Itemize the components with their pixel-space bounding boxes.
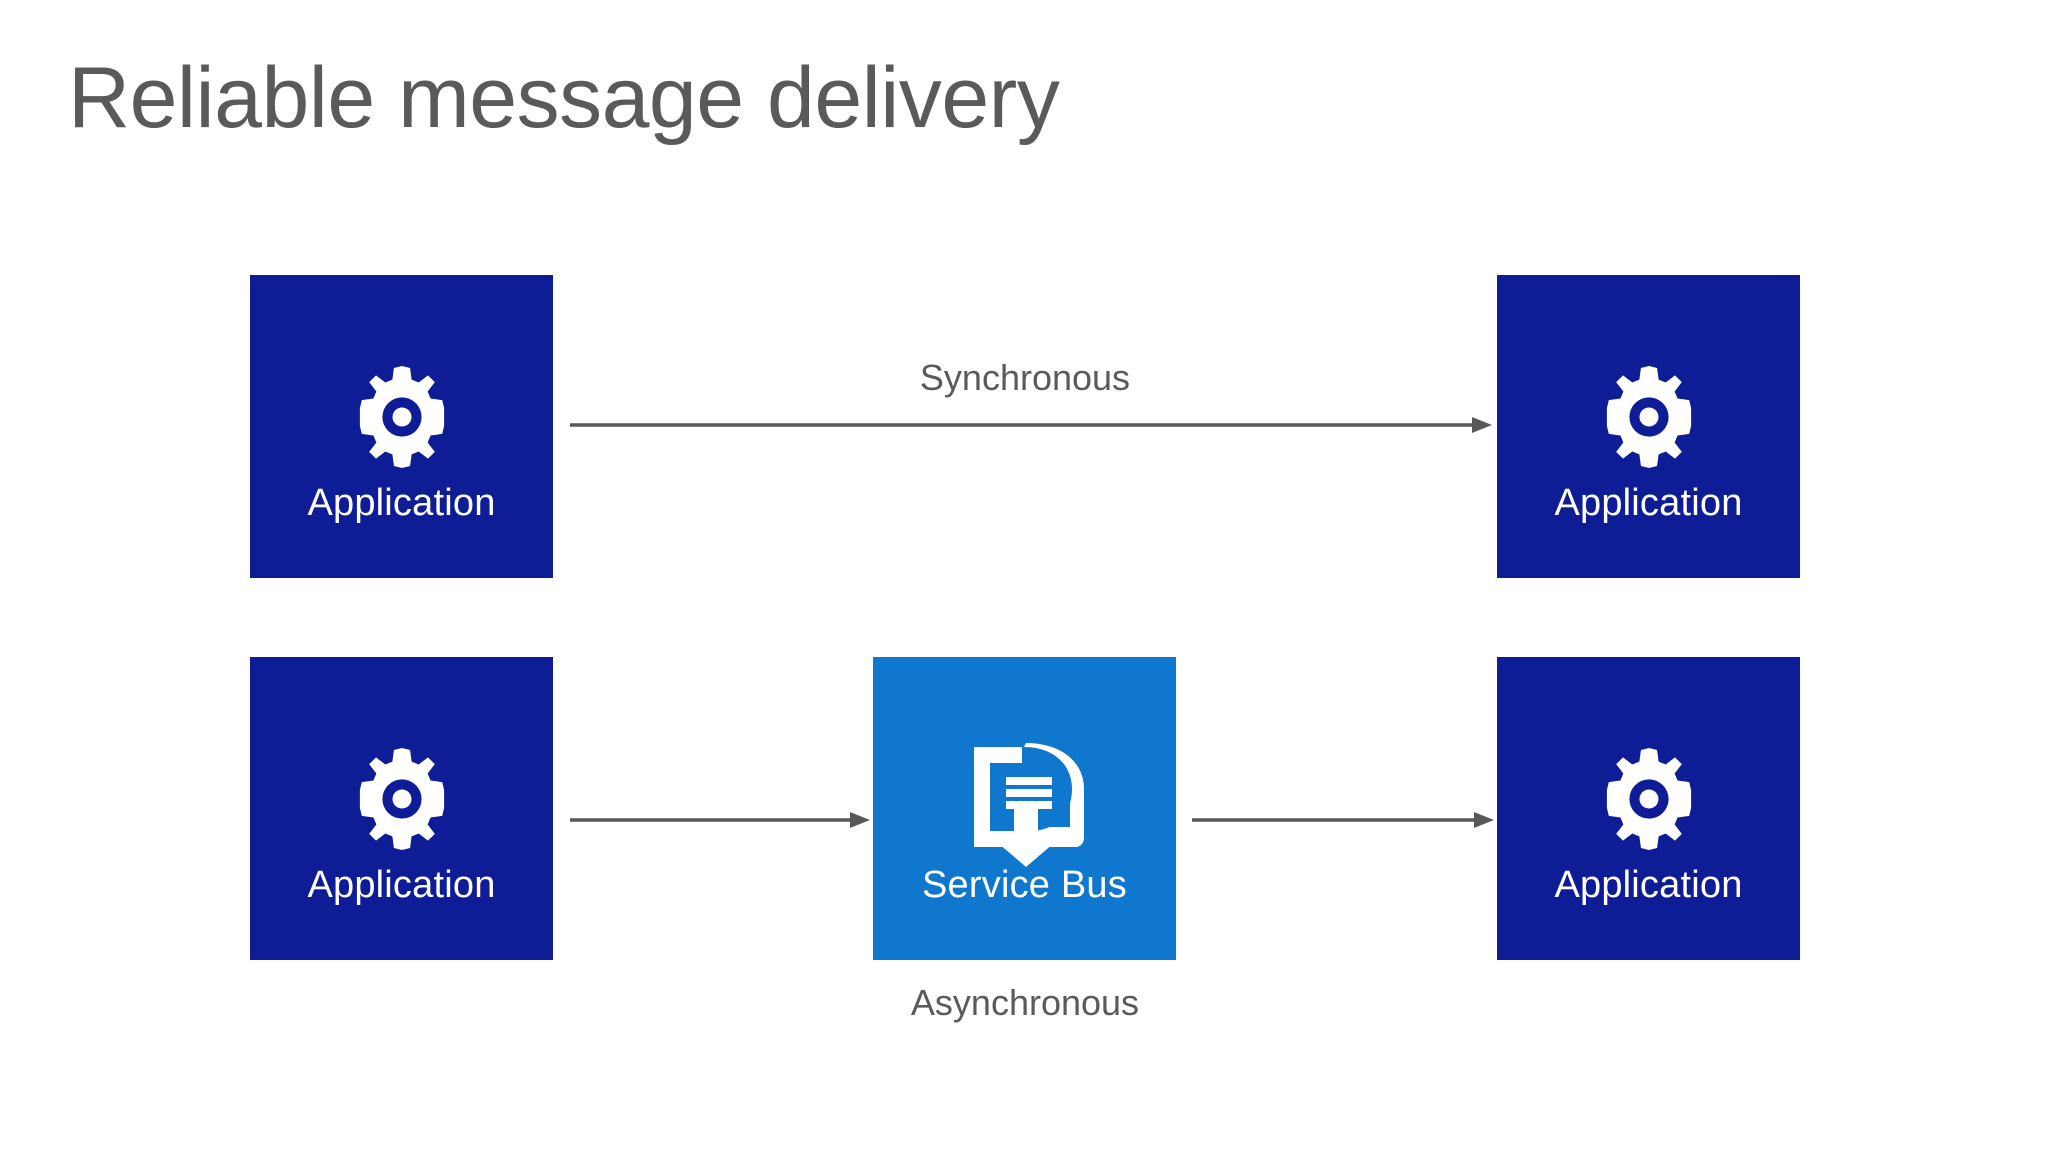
tile-service-bus[interactable]: Service Bus xyxy=(873,657,1176,960)
page-title: Reliable message delivery xyxy=(68,50,1060,146)
tile-label: Application xyxy=(1554,864,1743,906)
gear-icon xyxy=(1593,361,1705,473)
queue-message-icon xyxy=(966,743,1084,867)
gear-icon xyxy=(346,361,458,473)
connector-caption-asynchronous: Asynchronous xyxy=(910,982,1140,1023)
connector-caption-synchronous: Synchronous xyxy=(919,357,1131,398)
tile-application-bottom-left[interactable]: Application xyxy=(250,657,553,960)
tile-label: Application xyxy=(1554,482,1743,524)
tile-label: Application xyxy=(307,482,496,524)
gear-icon xyxy=(346,743,458,855)
tile-application-top-right[interactable]: Application xyxy=(1497,275,1800,578)
arrow-async-left xyxy=(570,808,870,832)
tile-application-top-left[interactable]: Application xyxy=(250,275,553,578)
tile-application-bottom-right[interactable]: Application xyxy=(1497,657,1800,960)
arrow-async-right xyxy=(1192,808,1494,832)
tile-label: Service Bus xyxy=(922,864,1127,906)
tile-label: Application xyxy=(307,864,496,906)
arrow-synchronous xyxy=(570,413,1492,437)
gear-icon xyxy=(1593,743,1705,855)
